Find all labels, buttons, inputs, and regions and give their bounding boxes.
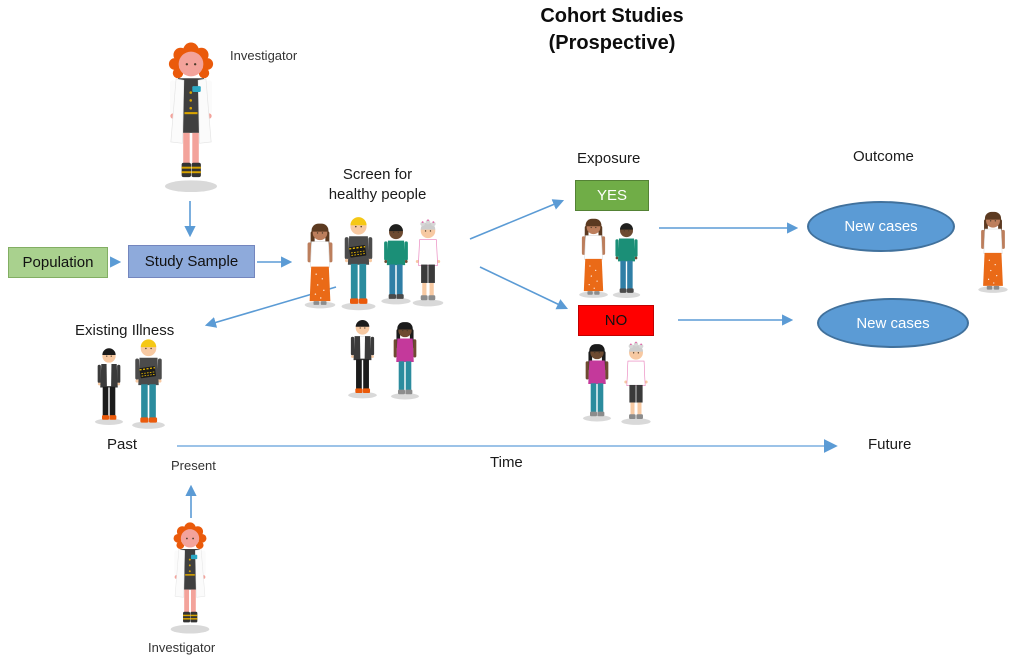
time-label: Time bbox=[490, 454, 523, 471]
figure-unexposed-woman-pink bbox=[583, 344, 611, 422]
screen-label-line-1: Screen for bbox=[342, 166, 413, 183]
figure-unexposed-elderly bbox=[621, 341, 651, 425]
investigator-top-label: Investigator bbox=[230, 48, 298, 63]
figure-outcome-woman-skirt bbox=[978, 211, 1008, 293]
investigator-bottom-label: Investigator bbox=[148, 640, 216, 655]
new-cases-top-ellipse: New cases bbox=[807, 201, 955, 252]
new-cases-top-label: New cases bbox=[844, 218, 918, 235]
arrow-people-to-no bbox=[479, 266, 569, 310]
page-title: Cohort Studies (Prospective) bbox=[430, 3, 794, 57]
existing-illness-label: Existing Illness bbox=[75, 322, 175, 339]
screen-label-line-2: healthy people bbox=[328, 186, 427, 203]
future-label: Future bbox=[868, 436, 912, 453]
population-box: Population bbox=[8, 247, 108, 278]
screen-for-healthy-people-label: Screen for healthy people bbox=[300, 165, 455, 205]
new-cases-bottom-label: New cases bbox=[856, 314, 930, 332]
population-label: Population bbox=[22, 254, 94, 271]
figure-investigator-bottom bbox=[170, 522, 210, 634]
figure-healthy-man-blonde bbox=[341, 217, 376, 311]
present-label: Present bbox=[171, 458, 216, 473]
figure-healthy-woman-skirt bbox=[304, 223, 336, 309]
arrow-people-to-yes bbox=[469, 199, 565, 240]
figure-healthy-man-green bbox=[381, 224, 411, 305]
figure-healthy-woman-pink bbox=[391, 322, 419, 400]
title-line-1: Cohort Studies bbox=[540, 5, 684, 27]
exposure-label: Exposure bbox=[577, 150, 641, 167]
exposure-no-label: NO bbox=[604, 312, 628, 329]
figure-healthy-elderly-woman bbox=[412, 219, 444, 307]
figure-healthy-person-jacket bbox=[348, 319, 377, 399]
study-sample-label: Study Sample bbox=[144, 253, 239, 270]
past-label: Past bbox=[107, 436, 138, 453]
exposure-yes-label: YES bbox=[596, 187, 627, 204]
study-sample-box: Study Sample bbox=[128, 245, 255, 278]
exposure-no-box: NO bbox=[578, 305, 654, 336]
new-cases-bottom-ellipse: New cases bbox=[817, 298, 969, 348]
figure-illness-person-jacket bbox=[95, 348, 123, 425]
title-line-2: (Prospective) bbox=[548, 32, 676, 54]
exposure-yes-box: YES bbox=[575, 180, 649, 211]
figure-exposed-man-green bbox=[612, 223, 641, 298]
outcome-label: Outcome bbox=[853, 148, 914, 165]
figure-exposed-woman-skirt bbox=[579, 218, 608, 298]
figure-investigator-top bbox=[165, 42, 217, 193]
figure-illness-man-blonde bbox=[132, 339, 165, 429]
